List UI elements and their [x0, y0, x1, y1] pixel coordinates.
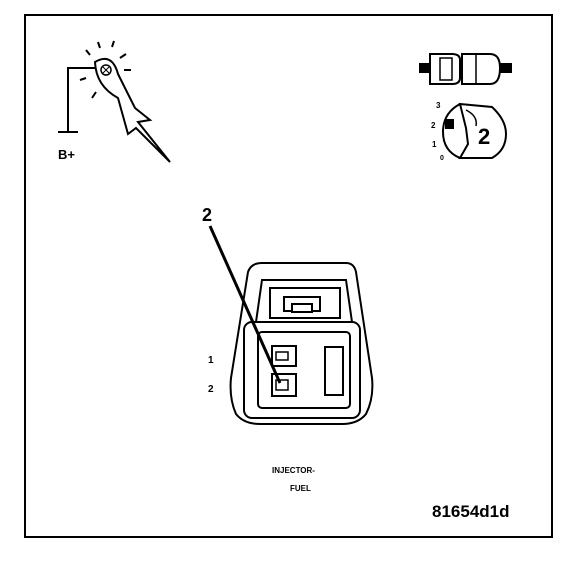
pin-label-1: 1 [208, 355, 214, 366]
connector-name-line2: FUEL [290, 484, 311, 493]
test-lamp-icon [58, 40, 171, 163]
step-number: 2 [478, 124, 491, 149]
scale-label-1: 1 [432, 140, 437, 149]
scale-label-2: 2 [431, 121, 436, 130]
connector-disconnect-icon [419, 53, 512, 85]
figure-id: 81654d1d [432, 502, 510, 521]
callout-number: 2 [202, 205, 213, 225]
scale-label-3: 3 [436, 101, 441, 110]
test-lamp-label: B+ [58, 147, 75, 162]
diagram-border [24, 14, 553, 538]
injector-connector-face [229, 262, 374, 425]
connector-name-line1: INJECTOR- [272, 466, 315, 475]
scale-label-0: 0 [440, 155, 444, 162]
pin-label-2: 2 [208, 384, 214, 395]
release-step-icon [441, 102, 508, 159]
callout-leader-line [208, 225, 282, 384]
